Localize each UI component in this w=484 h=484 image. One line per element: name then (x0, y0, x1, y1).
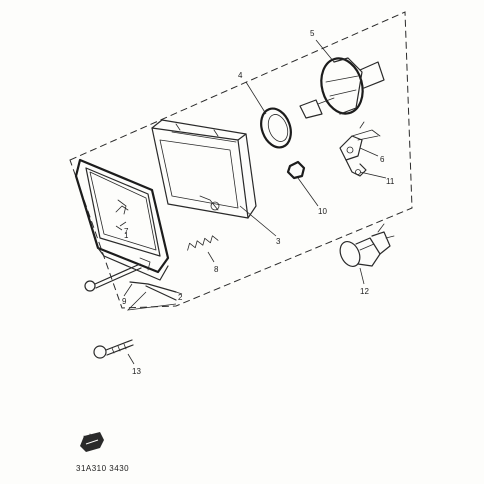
callout-5: 5 (310, 29, 315, 38)
leader-lines (115, 39, 387, 365)
part-inner-clip (115, 205, 129, 213)
callout-3: 3 (276, 237, 281, 246)
callout-9: 9 (122, 297, 127, 306)
callout-1: 1 (124, 231, 129, 240)
part-screw-bracket (129, 281, 177, 301)
callout-13: 13 (132, 367, 141, 376)
part-terminal-clip (345, 159, 367, 177)
part-screw-long (84, 263, 142, 292)
manual-reference-icon (80, 432, 104, 452)
part-headlight-rim (74, 158, 170, 281)
part-headlight-unit (151, 119, 257, 219)
part-nut (286, 160, 306, 180)
part-screw-short (93, 339, 134, 359)
drawing-reference-code: 31A310 3430 (76, 464, 130, 473)
part-adjuster-spring (187, 235, 219, 251)
callout-10: 10 (318, 207, 327, 216)
callout-4: 4 (238, 71, 243, 80)
part-sealing-ring (260, 107, 292, 149)
callout-7: 7 (124, 227, 129, 236)
part-bulb-socket (299, 57, 385, 119)
callout-11: 11 (386, 177, 395, 186)
callout-8: 8 (214, 265, 219, 274)
part-halogen-bulb (339, 223, 395, 267)
callout-6: 6 (380, 155, 385, 164)
callout-12: 12 (360, 287, 369, 296)
callout-2: 2 (178, 293, 183, 302)
